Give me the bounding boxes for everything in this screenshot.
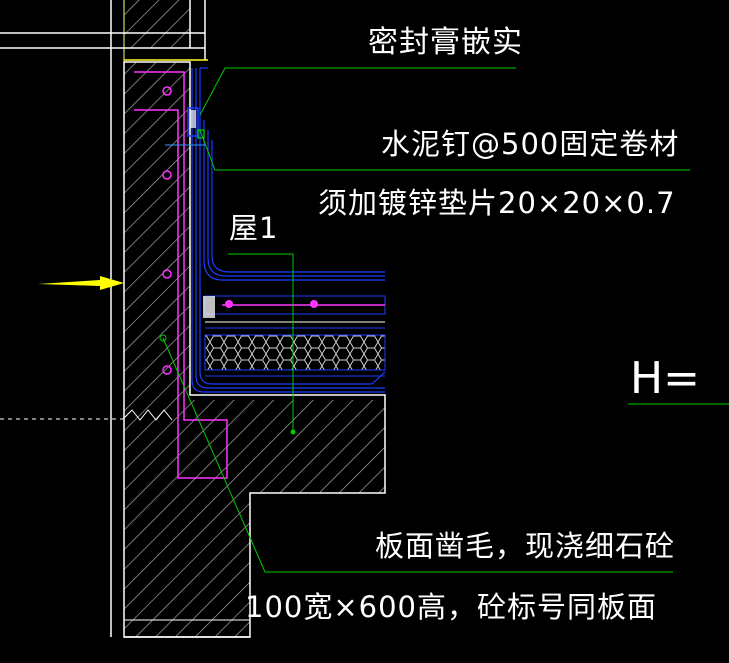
membrane-layers <box>191 67 386 393</box>
label-nail-line2: 须加镀锌垫片20×20×0.7 <box>318 186 676 220</box>
termination-detail <box>165 107 215 318</box>
label-elevation: H= <box>630 353 700 404</box>
label-curb-line1: 板面凿毛，现浇细石砼 <box>375 529 675 563</box>
label-curb-line2: 100宽×600高，砼标号同板面 <box>245 590 657 624</box>
leader-lines <box>159 67 729 573</box>
label-nail-line1: 水泥钉@500固定卷材 <box>381 127 679 161</box>
yellow-arrow-icon <box>38 276 124 290</box>
rebar-dot-icon <box>162 86 172 96</box>
rebar-dot-icon <box>162 170 172 180</box>
leader-sealant <box>199 67 516 116</box>
rebar-dot-icon <box>162 269 172 279</box>
label-roof-tag: 屋1 <box>229 211 278 245</box>
leader-roof <box>228 253 294 432</box>
rebar-cage <box>134 71 228 479</box>
concrete-curb <box>0 59 386 638</box>
leader-curb <box>162 337 673 573</box>
label-sealant: 密封膏嵌实 <box>368 25 523 60</box>
leader-nail <box>199 129 690 171</box>
rebar-dot-icon <box>162 365 172 375</box>
roof-buildup <box>204 295 386 377</box>
break-line <box>123 409 173 421</box>
rebar-dot-icon <box>310 300 318 308</box>
rebar-dot-icon <box>225 300 233 308</box>
